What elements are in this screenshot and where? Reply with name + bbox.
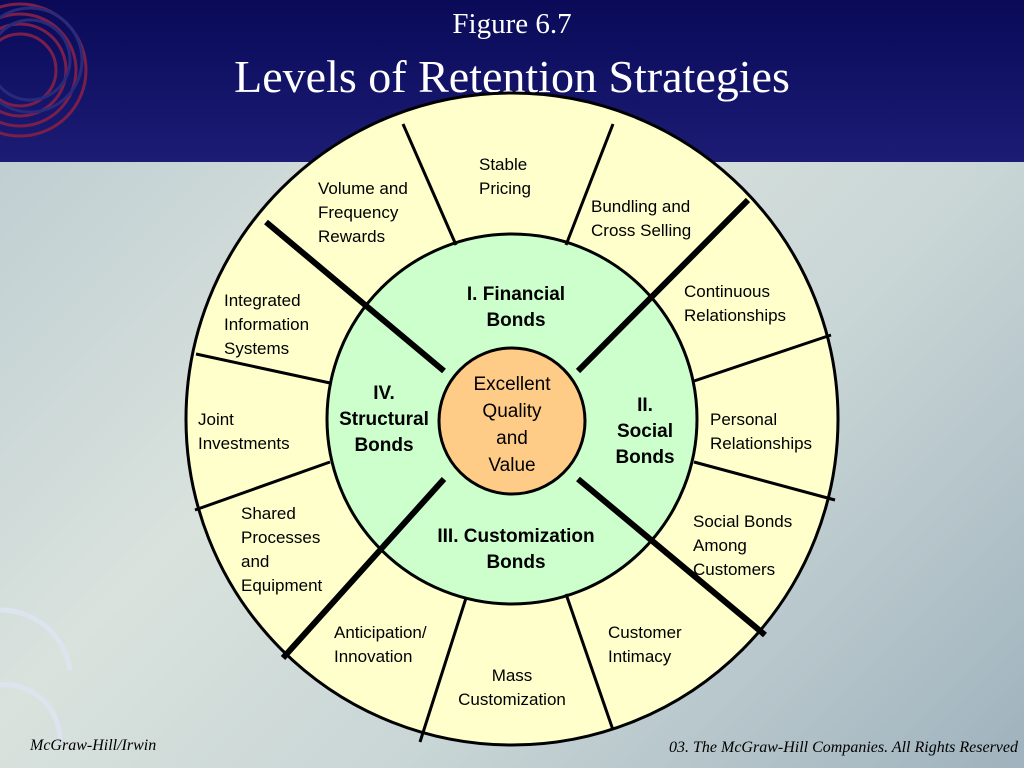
quadrant-divider [576, 476, 767, 638]
quadrant-divider [575, 197, 751, 374]
footer-copyright: 03. The McGraw-Hill Companies. All Right… [669, 739, 1018, 756]
quadrant-divider [264, 219, 446, 374]
divider-line [194, 460, 331, 512]
quadrant-divider [280, 476, 447, 661]
center-circle [437, 346, 587, 496]
divider-line [693, 460, 836, 502]
divider-line [195, 352, 331, 385]
strategy-label-anticipation: Anticipation/Innovation [334, 623, 427, 666]
decorative-arcs [0, 607, 73, 741]
footer-publisher: McGraw-Hill/Irwin [30, 737, 157, 754]
divider-line [564, 123, 615, 246]
divider-line [418, 597, 468, 743]
divider-line [693, 333, 832, 383]
divider-line [564, 593, 615, 731]
figure-label: Figure 6.7 [452, 8, 572, 40]
divider-line [401, 123, 458, 246]
decorative-rings [0, 2, 88, 138]
